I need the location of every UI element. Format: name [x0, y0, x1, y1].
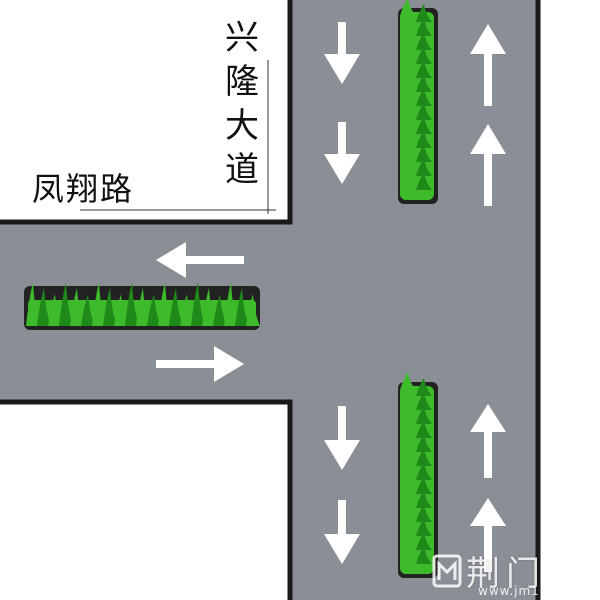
grass-blade [416, 88, 432, 106]
grass-blade [400, 96, 416, 114]
grass-blade [416, 144, 432, 162]
arrow-down-icon [324, 22, 360, 84]
grass-blade [147, 294, 161, 326]
grass-median-left [26, 282, 260, 326]
road-edge-lower [0, 399, 293, 600]
grass-blade [400, 166, 416, 184]
grass-blade [400, 414, 416, 432]
grass-blade [400, 512, 416, 530]
arrow-down-icon [324, 122, 360, 184]
fengxiang-road-label: 凤翔路 [32, 170, 135, 208]
grass-blade [416, 102, 432, 120]
arrow-up-icon [470, 498, 506, 572]
grass-blade [26, 282, 40, 326]
grass-blade [81, 294, 95, 326]
grass-blade [400, 456, 416, 474]
road-edge-upper [0, 0, 293, 225]
grass-blade [416, 434, 432, 452]
grass-blade [400, 12, 416, 30]
grass-blade [416, 130, 432, 148]
grass-blade [400, 82, 416, 100]
arrow-up-icon [470, 24, 506, 106]
road-name-char: 大 [225, 106, 259, 146]
grass-blade [246, 294, 260, 326]
grass-blade [400, 484, 416, 502]
grass-blade [416, 4, 432, 22]
grass-blade [416, 392, 432, 410]
arrow-up-icon [470, 124, 506, 206]
xinglong-avenue-label: 兴 隆 大 道 [222, 16, 262, 192]
grass-blade [136, 288, 150, 326]
grass-blade [400, 40, 416, 58]
road-name-char: 道 [225, 150, 259, 190]
grass-blade [400, 138, 416, 156]
grass-blade [416, 448, 432, 466]
grass-blade [400, 540, 416, 558]
grass-blade [400, 68, 416, 86]
grass-median-bottom [400, 372, 434, 574]
watermark-text: 荆门 [466, 554, 546, 594]
grass-blade [191, 282, 205, 326]
grass-blade [416, 378, 432, 396]
arrow-left-icon [156, 242, 244, 278]
grass-blade [235, 288, 249, 326]
grass-blade [213, 294, 227, 326]
grass-blade [416, 546, 432, 564]
grass-blade [416, 60, 432, 78]
arrow-down-icon [324, 500, 360, 564]
grass-blade [70, 288, 84, 326]
grass-blade [400, 498, 416, 516]
grass-blade [416, 420, 432, 438]
watermark-logo-icon [432, 554, 462, 588]
grass-blade [416, 158, 432, 176]
grass-blade [59, 282, 73, 326]
grass-blade [169, 288, 183, 326]
watermark-url: www.jm1 [478, 584, 540, 598]
road-name-char: 兴 [225, 18, 259, 58]
grass-blade [416, 504, 432, 522]
grass-blade [416, 46, 432, 64]
arrow-down-icon [324, 406, 360, 470]
grass-blade [416, 74, 432, 92]
grass-blade [416, 18, 432, 36]
grass-blade [400, 54, 416, 72]
grass-blade [416, 462, 432, 480]
grass-blade [114, 294, 128, 326]
grass-blade [400, 400, 416, 418]
grass-blade [400, 470, 416, 488]
road-name-char: 隆 [225, 62, 259, 102]
grass-blade [400, 152, 416, 170]
grass-blade [400, 372, 416, 390]
grass-blade [416, 518, 432, 536]
grass-blade [416, 406, 432, 424]
grass-blade [37, 288, 51, 326]
grass-blade [92, 282, 106, 326]
grass-blade [180, 294, 194, 326]
grass-blade [400, 0, 416, 16]
grass-blade [400, 428, 416, 446]
grass-blade [416, 532, 432, 550]
grass-blade [400, 386, 416, 404]
grass-blade [125, 282, 139, 326]
grass-blade [400, 26, 416, 44]
grass-blade [416, 476, 432, 494]
grass-blade [400, 526, 416, 544]
grass-blade [103, 288, 117, 326]
grass-blade [202, 288, 216, 326]
grass-blade [48, 294, 62, 326]
grass-blade [416, 490, 432, 508]
grass-blade [416, 32, 432, 50]
arrow-up-icon [470, 404, 506, 478]
grass-blade [416, 172, 432, 190]
grass-blade [400, 110, 416, 128]
grass-median-top [400, 0, 434, 200]
grass-blade [158, 282, 172, 326]
grass-blade [224, 282, 238, 326]
grass-blade [400, 442, 416, 460]
arrow-right-icon [156, 346, 244, 382]
grass-blade [416, 116, 432, 134]
grass-blade [400, 124, 416, 142]
